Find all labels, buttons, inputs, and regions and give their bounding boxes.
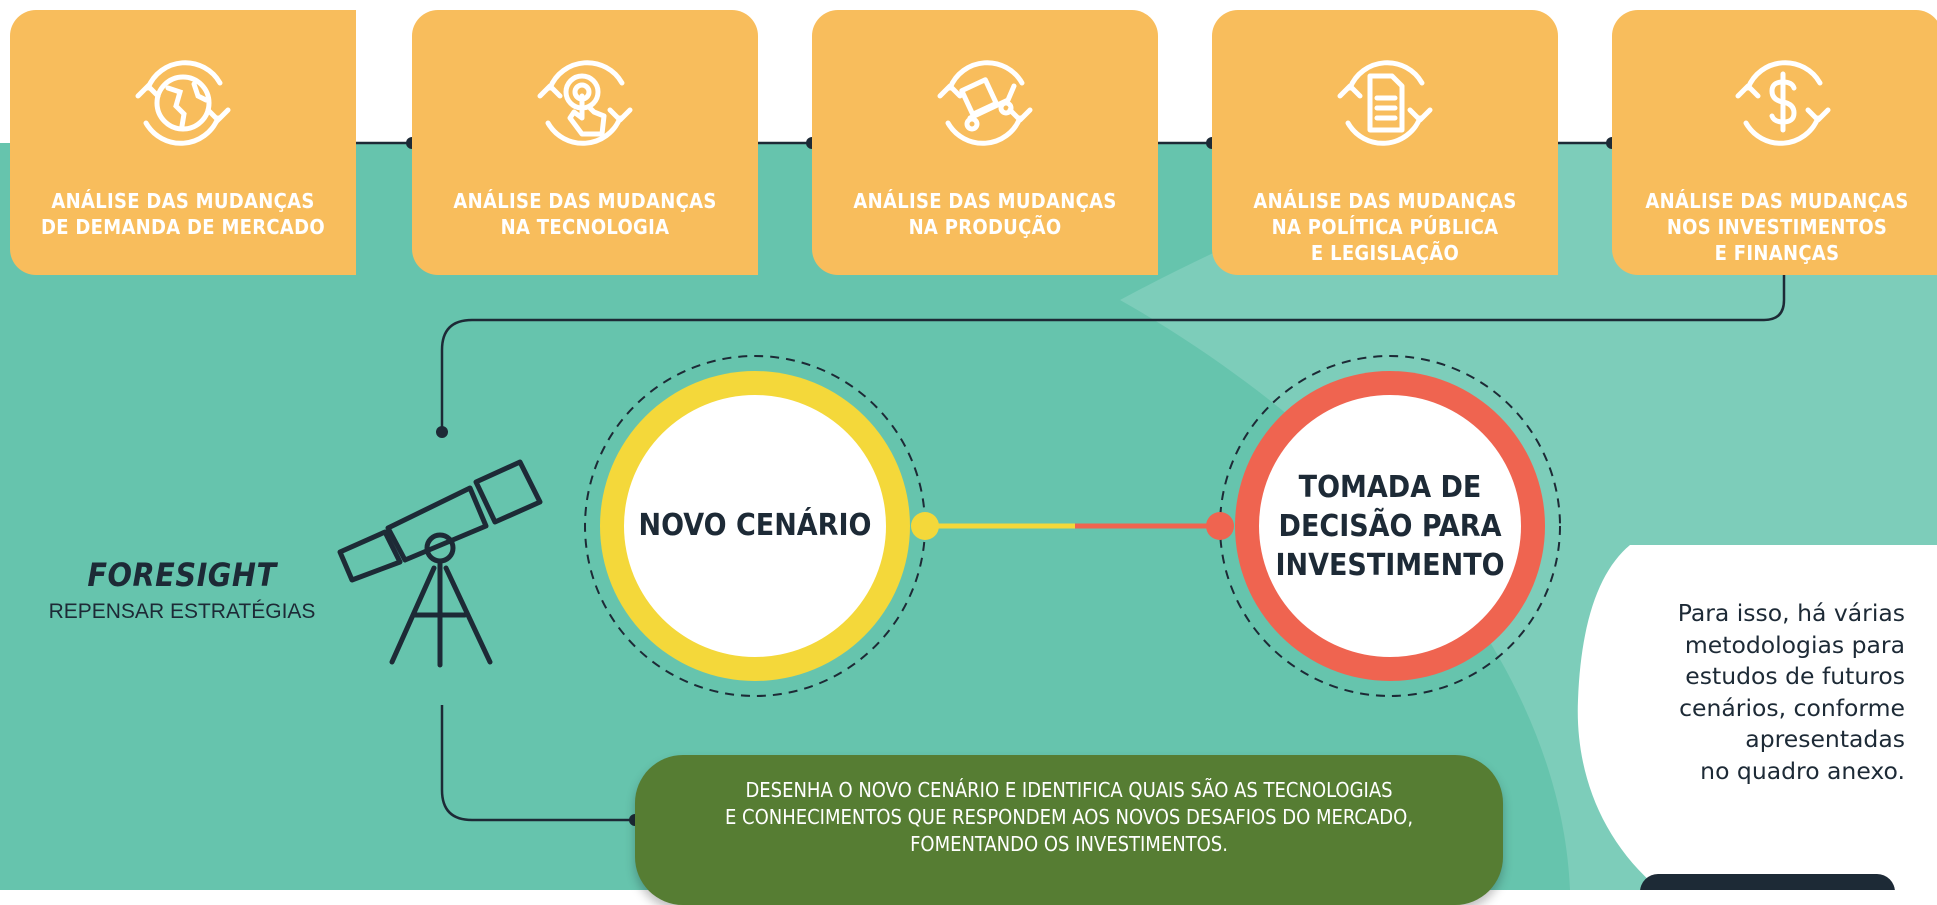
card-producao: ANÁLISE DAS MUDANÇAS NA PRODUÇÃO xyxy=(812,10,1158,275)
card-investimentos: ANÁLISE DAS MUDANÇAS NOS INVESTIMENTOS E… xyxy=(1612,10,1937,275)
novo-cenario-circle xyxy=(624,395,886,657)
hand-truck-box-icon xyxy=(937,60,1033,146)
card-demanda-mercado: ANÁLISE DAS MUDANÇAS DE DEMANDA DE MERCA… xyxy=(10,10,356,275)
side-note-text: Para isso, há várias metodologias para e… xyxy=(1677,599,1905,785)
description-pill-text: DESENHA O NOVO CENÁRIO E IDENTIFICA QUAI… xyxy=(724,778,1414,856)
card-tecnologia: ANÁLISE DAS MUDANÇAS NA TECNOLOGIA xyxy=(412,10,758,275)
flow-line-to-foresight xyxy=(440,275,1786,432)
document-icon xyxy=(1337,60,1433,146)
card-politica-publica: ANÁLISE DAS MUDANÇAS NA POLÍTICA PÚBLICA… xyxy=(1212,10,1558,275)
decision-label: TOMADA DE DECISÃO PARA INVESTIMENTO xyxy=(1275,470,1505,583)
connector-dot xyxy=(436,426,448,438)
decision-circle xyxy=(1259,395,1521,657)
foresight-title: FORESIGHT xyxy=(87,556,277,594)
yellow-node xyxy=(911,512,939,540)
flow-line-to-pill xyxy=(440,705,635,822)
telescope-icon xyxy=(337,459,543,668)
coral-node xyxy=(1206,512,1234,540)
card-label: ANÁLISE DAS MUDANÇAS NOS INVESTIMENTOS E… xyxy=(1645,189,1909,265)
card-label: ANÁLISE DAS MUDANÇAS NA TECNOLOGIA xyxy=(453,189,717,239)
novo-cenario-label: NOVO CENÁRIO xyxy=(638,508,872,543)
foresight-subtitle: REPENSAR ESTRATÉGIAS xyxy=(48,600,316,623)
description-pill xyxy=(635,755,1503,905)
dollar-icon xyxy=(1735,60,1831,146)
card-label: ANÁLISE DAS MUDANÇAS NA PRODUÇÃO xyxy=(853,189,1117,239)
white-bubble-shape xyxy=(1577,545,1937,890)
globe-icon xyxy=(135,60,231,146)
card-label: ANÁLISE DAS MUDANÇAS DE DEMANDA DE MERCA… xyxy=(41,189,325,239)
card-label: ANÁLISE DAS MUDANÇAS NA POLÍTICA PÚBLICA… xyxy=(1253,189,1517,265)
touch-tech-icon xyxy=(537,60,633,146)
bottom-right-badge xyxy=(1640,874,1895,890)
